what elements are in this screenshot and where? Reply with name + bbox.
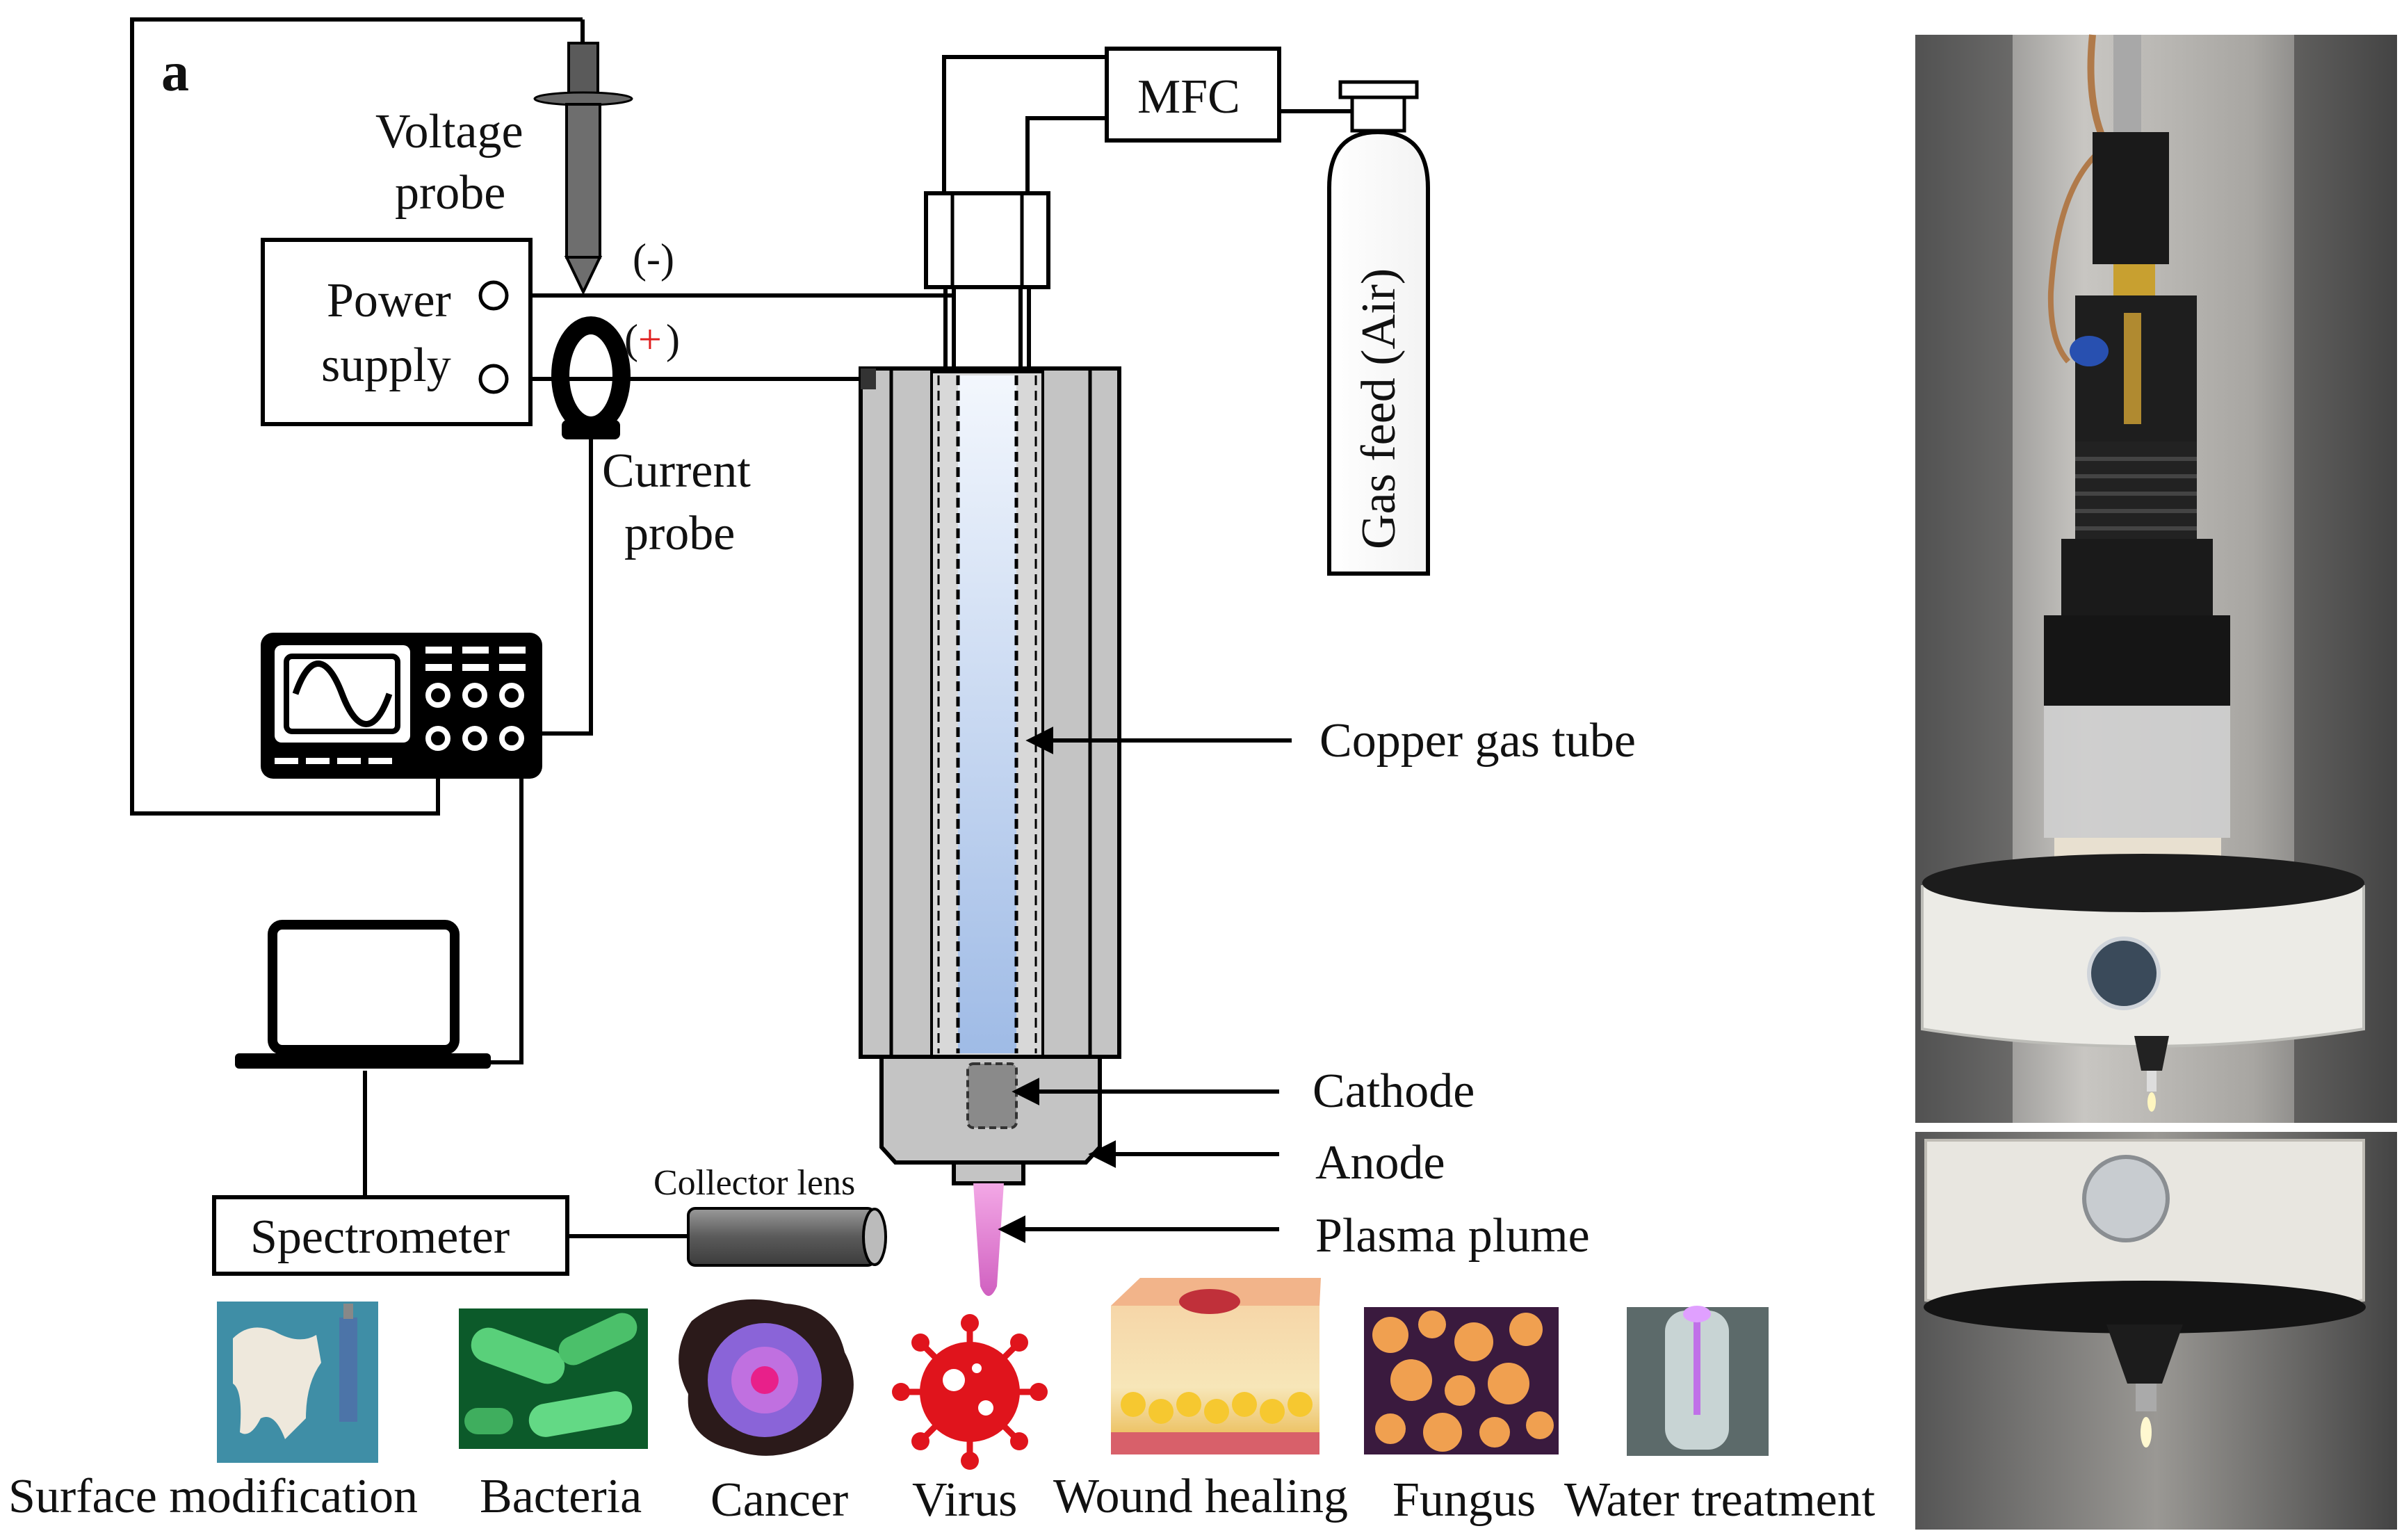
cathode-label: Cathode (1313, 1064, 1475, 1118)
skin-wound-icon (1111, 1278, 1321, 1454)
terminal-minus (478, 280, 509, 311)
implant-icon (217, 1302, 378, 1463)
photo-b (1915, 34, 2397, 1123)
application-labels: Surface modification Bacteria Cancer Vir… (8, 1470, 1876, 1527)
current-probe-label: probe (624, 507, 735, 560)
plasma-plume-label: Plasma plume (1315, 1209, 1590, 1263)
collector-lens-label: Collector lens (653, 1163, 855, 1203)
panel-label-a: a (161, 42, 189, 103)
oscilloscope (261, 633, 542, 779)
bacteria-icon (459, 1308, 648, 1449)
application-label: Wound healing (1053, 1470, 1348, 1523)
application-label: Fungus (1392, 1473, 1536, 1527)
application-label: Cancer (710, 1473, 848, 1527)
voltage-probe-label: Voltage (375, 105, 523, 159)
virus-icon (892, 1314, 1048, 1470)
gas-cylinder (1327, 80, 1430, 576)
minus-sign: (-) (633, 236, 674, 282)
photo-c (1915, 1132, 2397, 1530)
plus-sign-bracket: ) (666, 316, 680, 362)
pointer-arrows (998, 727, 1292, 1243)
power-supply-label: Power (327, 274, 451, 327)
current-probe-label: Current (602, 444, 751, 498)
power-supply-box (261, 238, 533, 426)
laptop-icon (235, 920, 491, 1069)
application-label: Surface modification (8, 1470, 418, 1523)
spectrometer-label: Spectrometer (250, 1210, 510, 1264)
collector-lens (687, 1207, 887, 1267)
water-treatment-icon (1627, 1306, 1769, 1456)
copper-gas-tube-label: Copper gas tube (1319, 714, 1636, 768)
plus-sign-bracket: ( (624, 316, 638, 362)
plasma-jet (859, 191, 1121, 1296)
wiring (130, 17, 1352, 1238)
fungus-icon (1364, 1307, 1559, 1454)
mfc-box (1105, 47, 1281, 143)
terminal-plus (478, 364, 509, 394)
voltage-probe (533, 42, 633, 295)
plus-sign: + (638, 316, 662, 362)
voltage-probe-label: probe (395, 166, 505, 220)
application-thumbnails (217, 1278, 1769, 1470)
spectrometer-box (212, 1195, 569, 1276)
power-supply-label: supply (321, 339, 451, 392)
application-label: Virus (912, 1473, 1017, 1527)
current-probe (551, 316, 631, 439)
mfc-label: MFC (1137, 70, 1240, 124)
application-label: Bacteria (480, 1470, 642, 1523)
cancer-cell-icon (679, 1299, 854, 1456)
gas-feed-label: Gas feed (Air) (1352, 268, 1406, 549)
application-label: Water treatment (1564, 1473, 1876, 1527)
anode-label: Anode (1315, 1136, 1445, 1190)
